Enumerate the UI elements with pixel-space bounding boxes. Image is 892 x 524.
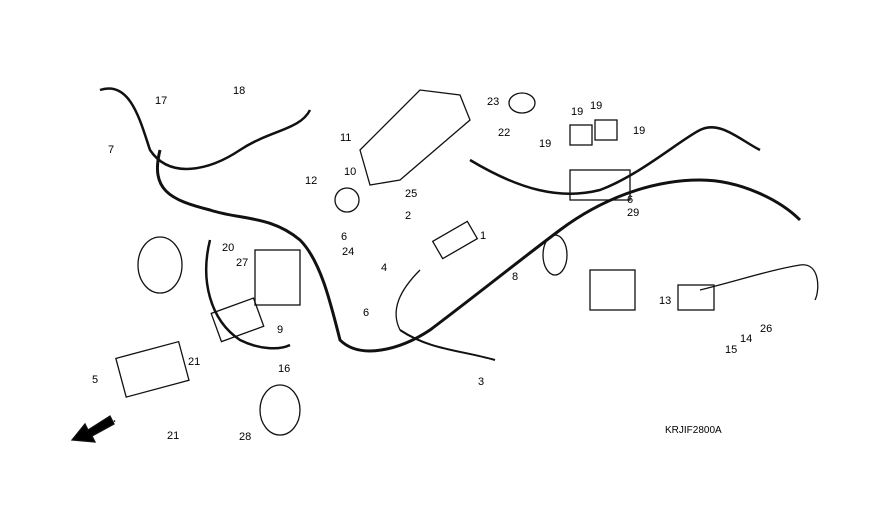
callout-number: 19 — [590, 100, 603, 112]
callout-number: 29 — [627, 207, 640, 219]
wire-13 — [699, 264, 819, 301]
part-19-relay — [569, 124, 593, 146]
part-5-control-unit — [115, 340, 190, 398]
callout-number: 22 — [498, 127, 511, 139]
callout-number: 10 — [344, 166, 357, 178]
wire-4 — [395, 269, 421, 331]
callout-number: 19 — [539, 138, 552, 150]
diagram-code: KRJIF2800A — [665, 425, 722, 436]
callout-number: 14 — [740, 333, 753, 345]
harness-branch-lower — [205, 239, 291, 350]
harness-branch — [155, 149, 802, 353]
part-connector-block — [589, 269, 636, 311]
wire-3 — [399, 329, 496, 361]
callout-number: 16 — [278, 363, 291, 375]
callout-number: 5 — [92, 374, 99, 386]
callout-number: 13 — [659, 295, 672, 307]
part-1-relay — [431, 220, 479, 260]
callout-number: 8 — [512, 271, 519, 283]
part-9-ignition-switch — [254, 249, 301, 306]
callout-number: 25 — [405, 188, 418, 200]
part-13 — [677, 284, 715, 311]
callout-number: 28 — [239, 431, 252, 443]
callout-number: 19 — [571, 106, 584, 118]
callout-number: 27 — [236, 257, 249, 269]
callout-number: 6 — [363, 307, 370, 319]
part-16-horn — [259, 384, 301, 436]
callout-number: 6 — [341, 231, 348, 243]
callout-number: 7 — [108, 144, 115, 156]
callout-number: 24 — [342, 246, 355, 258]
callout-number: 1 — [480, 230, 487, 242]
part-fuse-box — [569, 169, 631, 201]
callout-number: 4 — [381, 262, 388, 274]
callout-number: 21 — [167, 430, 180, 442]
part-23 — [508, 92, 536, 114]
part-cylinder — [542, 234, 568, 276]
callout-number: 18 — [233, 85, 246, 97]
callout-number: 9 — [277, 324, 284, 336]
callout-number: 17 — [155, 95, 168, 107]
part-coil — [210, 297, 265, 343]
callout-number: 26 — [760, 323, 773, 335]
callout-number: 6 — [627, 194, 634, 206]
part-11-cover — [359, 89, 471, 186]
part-condenser — [137, 236, 183, 294]
part-10 — [334, 187, 360, 213]
callout-number: 21 — [188, 356, 201, 368]
callout-number: 23 — [487, 96, 500, 108]
callout-number: 11 — [340, 132, 352, 144]
callout-number: 19 — [633, 125, 646, 137]
callout-number: 20 — [222, 242, 235, 254]
part-19-relay — [594, 119, 618, 141]
callout-number: 15 — [725, 344, 738, 356]
main-harness — [99, 87, 312, 171]
harness-branch-right — [469, 126, 761, 195]
fr-arrow-icon — [70, 415, 115, 443]
callout-number: 3 — [478, 376, 485, 388]
callout-number: 2 — [405, 210, 412, 222]
callout-number: 12 — [305, 175, 318, 187]
